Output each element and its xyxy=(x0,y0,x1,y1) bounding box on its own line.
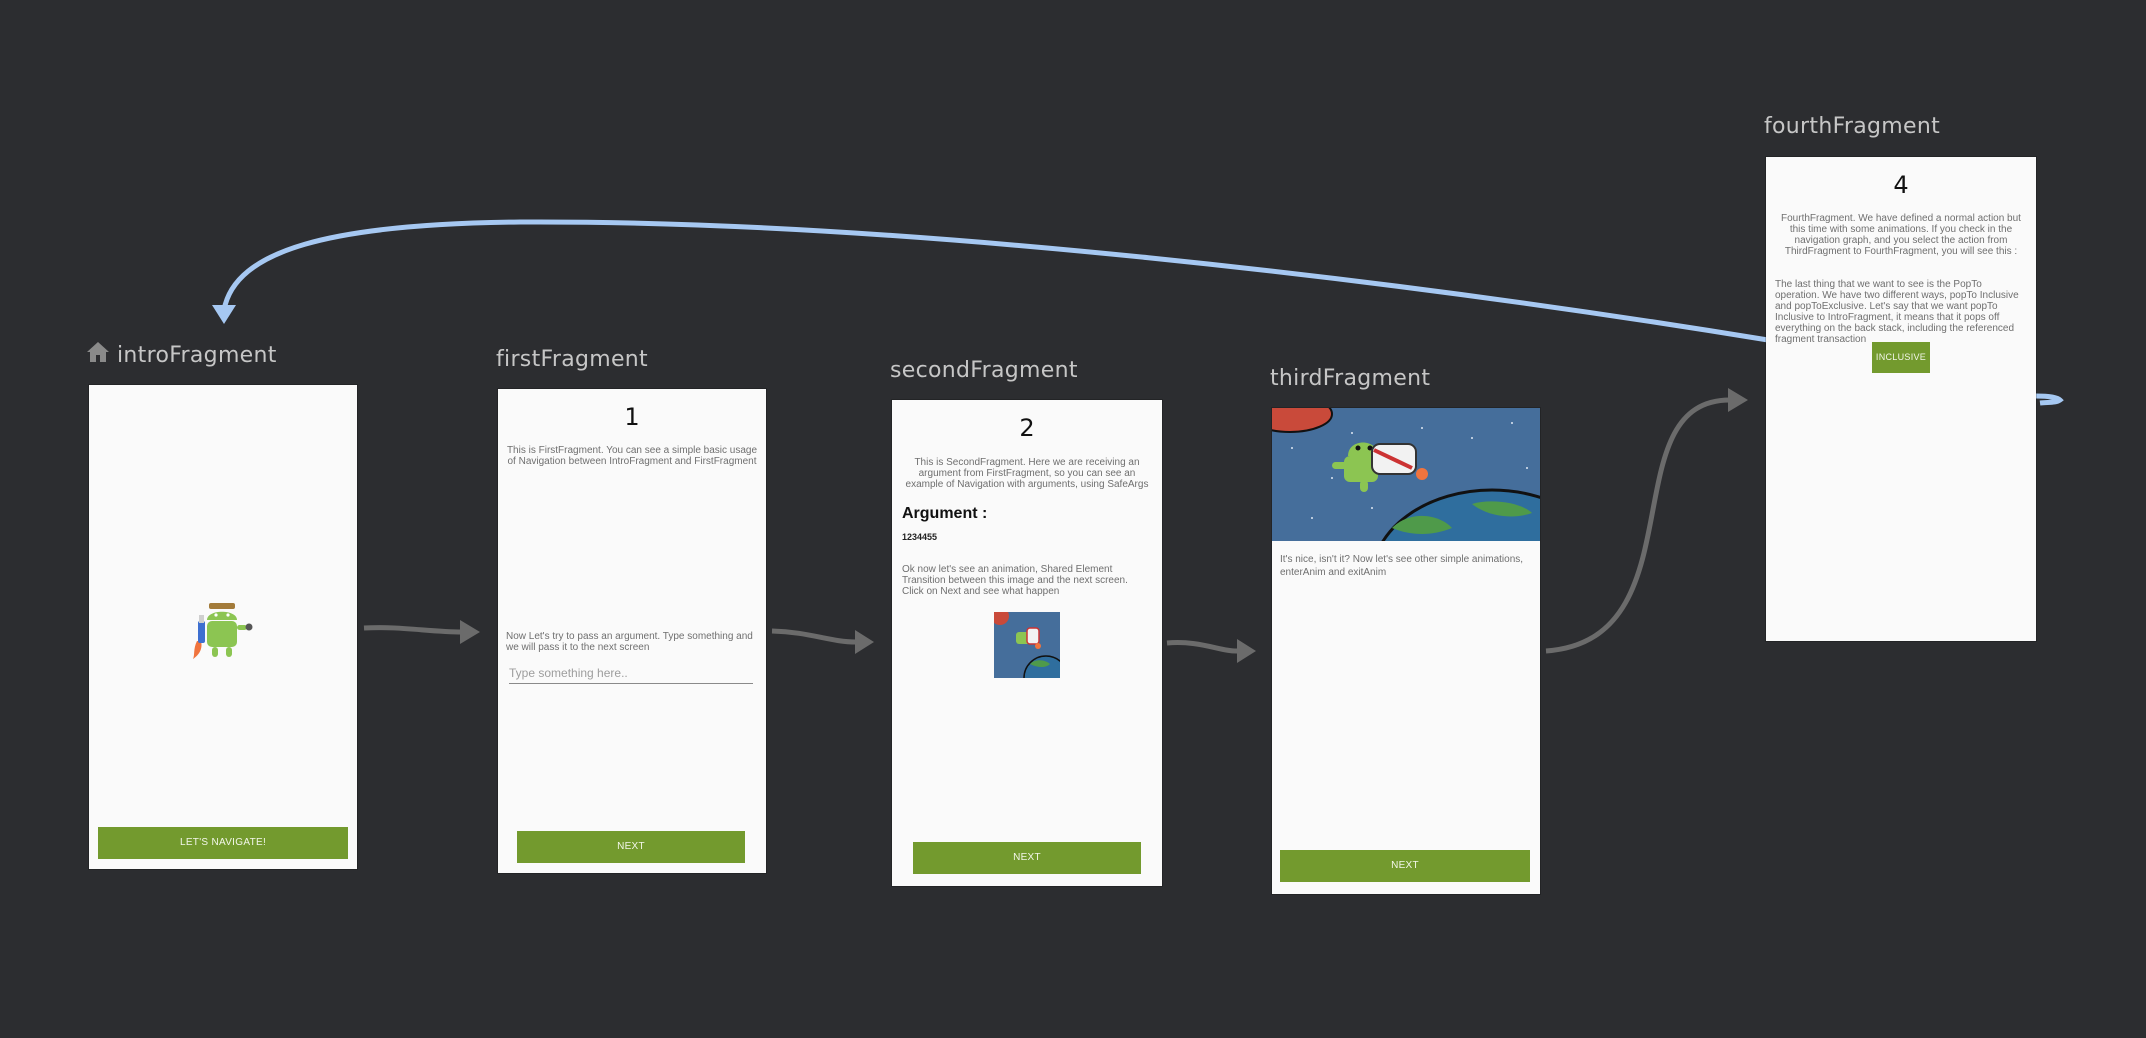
argument-title: Argument : xyxy=(902,505,988,522)
action-intro-to-first[interactable] xyxy=(363,620,480,644)
intro-fragment-title: introFragment xyxy=(117,343,277,368)
action-third-to-fourth[interactable] xyxy=(1545,388,1748,654)
first-fragment-label[interactable]: firstFragment xyxy=(496,347,648,372)
third-next-button[interactable]: NEXT xyxy=(1280,850,1530,882)
fourth-number: 4 xyxy=(1893,171,1909,199)
fourth-popto-explanation: The last thing that we want to see is th… xyxy=(1775,279,2019,345)
action-fourth-to-intro-popup[interactable] xyxy=(212,219,2064,406)
third-description: It's nice, isn't it? Now let's see other… xyxy=(1280,554,1524,578)
first-instructions: Now Let's try to pass an argument. Type … xyxy=(506,631,753,653)
second-number: 2 xyxy=(1019,414,1035,442)
second-next-button[interactable]: NEXT xyxy=(913,842,1141,874)
second-instructions: Ok now let's see an animation, Shared El… xyxy=(902,564,1128,597)
first-description: This is FirstFragment. You can see a sim… xyxy=(506,445,758,467)
second-description: This is SecondFragment. Here we are rece… xyxy=(905,457,1149,490)
second-fragment-screen[interactable]: 2 This is SecondFragment. Here we are re… xyxy=(892,400,1162,886)
intro-fragment-screen[interactable]: LET'S NAVIGATE! xyxy=(89,385,357,869)
inclusive-button[interactable]: INCLUSIVE xyxy=(1872,342,1930,373)
fourth-fragment-screen[interactable]: 4 FourthFragment. We have defined a norm… xyxy=(1766,157,2036,641)
intro-fragment-label[interactable]: introFragment xyxy=(85,340,277,368)
third-fragment-label[interactable]: thirdFragment xyxy=(1270,366,1431,391)
third-fragment-screen[interactable]: It's nice, isn't it? Now let's see other… xyxy=(1272,408,1540,894)
first-fragment-screen[interactable]: 1 This is FirstFragment. You can see a s… xyxy=(498,389,766,873)
first-number: 1 xyxy=(624,403,640,431)
space-android-thumbnail xyxy=(994,612,1060,678)
action-second-to-third[interactable] xyxy=(1166,639,1256,663)
second-fragment-label[interactable]: secondFragment xyxy=(890,358,1078,383)
first-next-button[interactable]: NEXT xyxy=(517,831,745,863)
argument-input[interactable]: Type something here.. xyxy=(509,665,753,684)
home-icon xyxy=(87,342,109,362)
action-first-to-second[interactable] xyxy=(771,628,874,654)
fourth-fragment-label[interactable]: fourthFragment xyxy=(1764,114,1941,139)
fourth-description: FourthFragment. We have defined a normal… xyxy=(1781,213,2021,257)
space-android-banner xyxy=(1272,408,1540,541)
argument-value: 1234455 xyxy=(902,532,938,542)
android-jetpack-icon xyxy=(193,603,253,659)
lets-navigate-button[interactable]: LET'S NAVIGATE! xyxy=(98,827,348,859)
